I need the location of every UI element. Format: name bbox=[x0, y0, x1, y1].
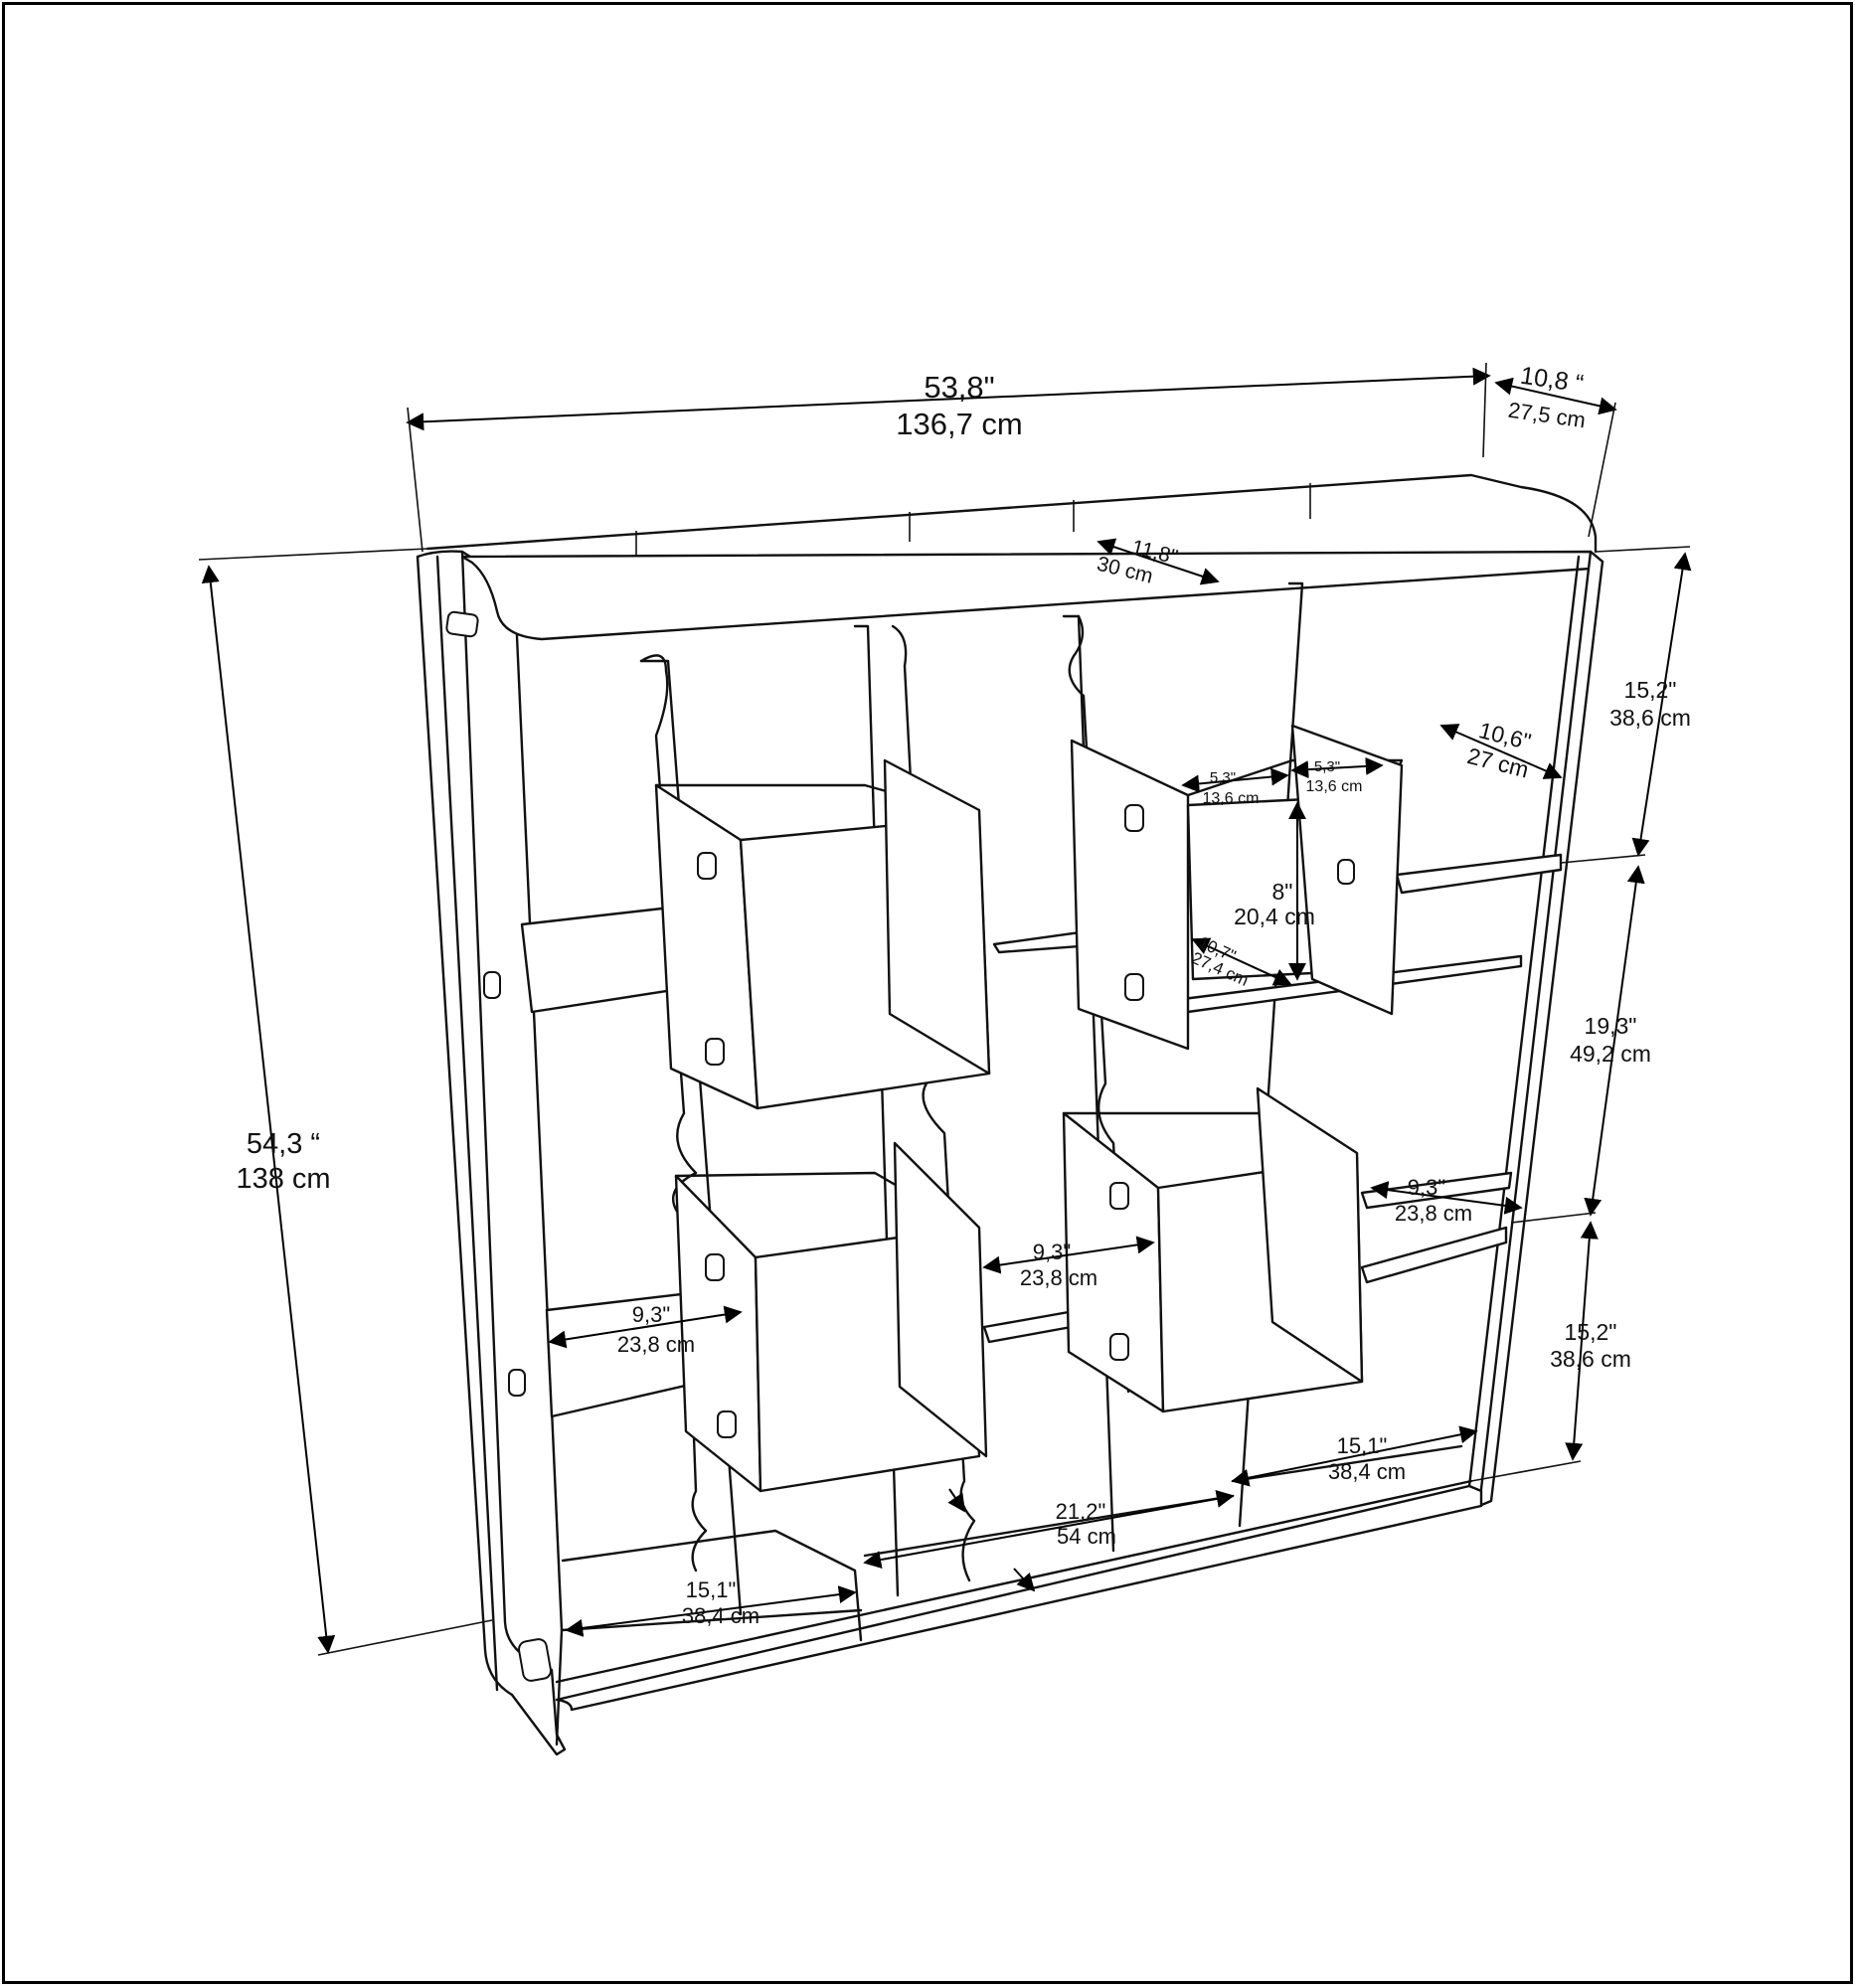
drawer-width-b-cm: 13,6 cm bbox=[1306, 778, 1363, 795]
right-mid-shelf-gap-cm: 23,8 cm bbox=[1395, 1201, 1472, 1226]
left-shelf-gap-inch: 9,3" bbox=[632, 1302, 670, 1327]
drawer-height-cm: 20,4 cm bbox=[1234, 904, 1315, 929]
overall-depth-inch: 10,8 “ bbox=[1519, 362, 1586, 399]
drawer-height-inch: 8" bbox=[1272, 879, 1293, 905]
right-bottom-height-inch: 15,2" bbox=[1565, 1319, 1617, 1345]
knob-icon bbox=[717, 1410, 737, 1438]
knob-icon bbox=[697, 852, 717, 880]
knob-icon bbox=[445, 610, 479, 638]
overall-height-cm: 138 cm bbox=[236, 1163, 330, 1195]
drawer-width-b-inch: 5,3" bbox=[1314, 758, 1340, 775]
bottom-center-width-inch: 21,2" bbox=[1056, 1499, 1106, 1524]
left-shelf-gap-cm: 23,8 cm bbox=[617, 1332, 695, 1357]
overall-width-cm: 136,7 cm bbox=[896, 407, 1023, 441]
bottom-right-width-inch: 15,1" bbox=[1337, 1433, 1388, 1458]
overall-depth-cm: 27,5 cm bbox=[1507, 398, 1588, 433]
drawer-width-a-inch: 5,3" bbox=[1210, 769, 1236, 786]
knob-icon bbox=[705, 1253, 725, 1281]
bottom-center-width-cm: 54 cm bbox=[1057, 1524, 1116, 1549]
knob-icon bbox=[483, 971, 501, 999]
right-bottom-height-cm: 38,6 cm bbox=[1550, 1346, 1631, 1372]
center-shelf-gap-inch: 9,3" bbox=[1033, 1240, 1071, 1264]
knob-icon bbox=[518, 1638, 552, 1682]
overall-width-inch: 53,8" bbox=[924, 370, 994, 405]
knob-icon bbox=[1124, 804, 1144, 832]
overall-height-inch: 54,3 “ bbox=[247, 1128, 320, 1160]
drawer-width-a-cm: 13,6 cm bbox=[1203, 790, 1260, 807]
knob-icon bbox=[1124, 973, 1144, 1001]
knob-icon bbox=[508, 1369, 526, 1397]
right-top-height-inch: 15,2" bbox=[1624, 677, 1677, 703]
right-mid-shelf-gap-inch: 9,3" bbox=[1408, 1175, 1445, 1200]
bottom-left-width-inch: 15,1" bbox=[686, 1577, 737, 1602]
dimension-lines bbox=[198, 362, 1692, 1656]
bookcase-structure bbox=[416, 473, 1604, 1756]
right-top-height-cm: 38,6 cm bbox=[1609, 705, 1691, 731]
right-middle-height-cm: 49,2 cm bbox=[1570, 1041, 1651, 1067]
knob-icons bbox=[445, 610, 1355, 1682]
knob-icon bbox=[1109, 1182, 1129, 1210]
right-middle-height-inch: 19,3" bbox=[1585, 1013, 1637, 1039]
knob-icon bbox=[705, 1038, 725, 1066]
bottom-left-width-cm: 38,4 cm bbox=[682, 1603, 760, 1628]
cabinet-boxes bbox=[654, 724, 1404, 1493]
knob-icon bbox=[1337, 859, 1355, 885]
bottom-right-width-cm: 38,4 cm bbox=[1328, 1459, 1406, 1484]
knob-icon bbox=[1109, 1333, 1129, 1361]
center-shelf-gap-cm: 23,8 cm bbox=[1020, 1265, 1097, 1290]
